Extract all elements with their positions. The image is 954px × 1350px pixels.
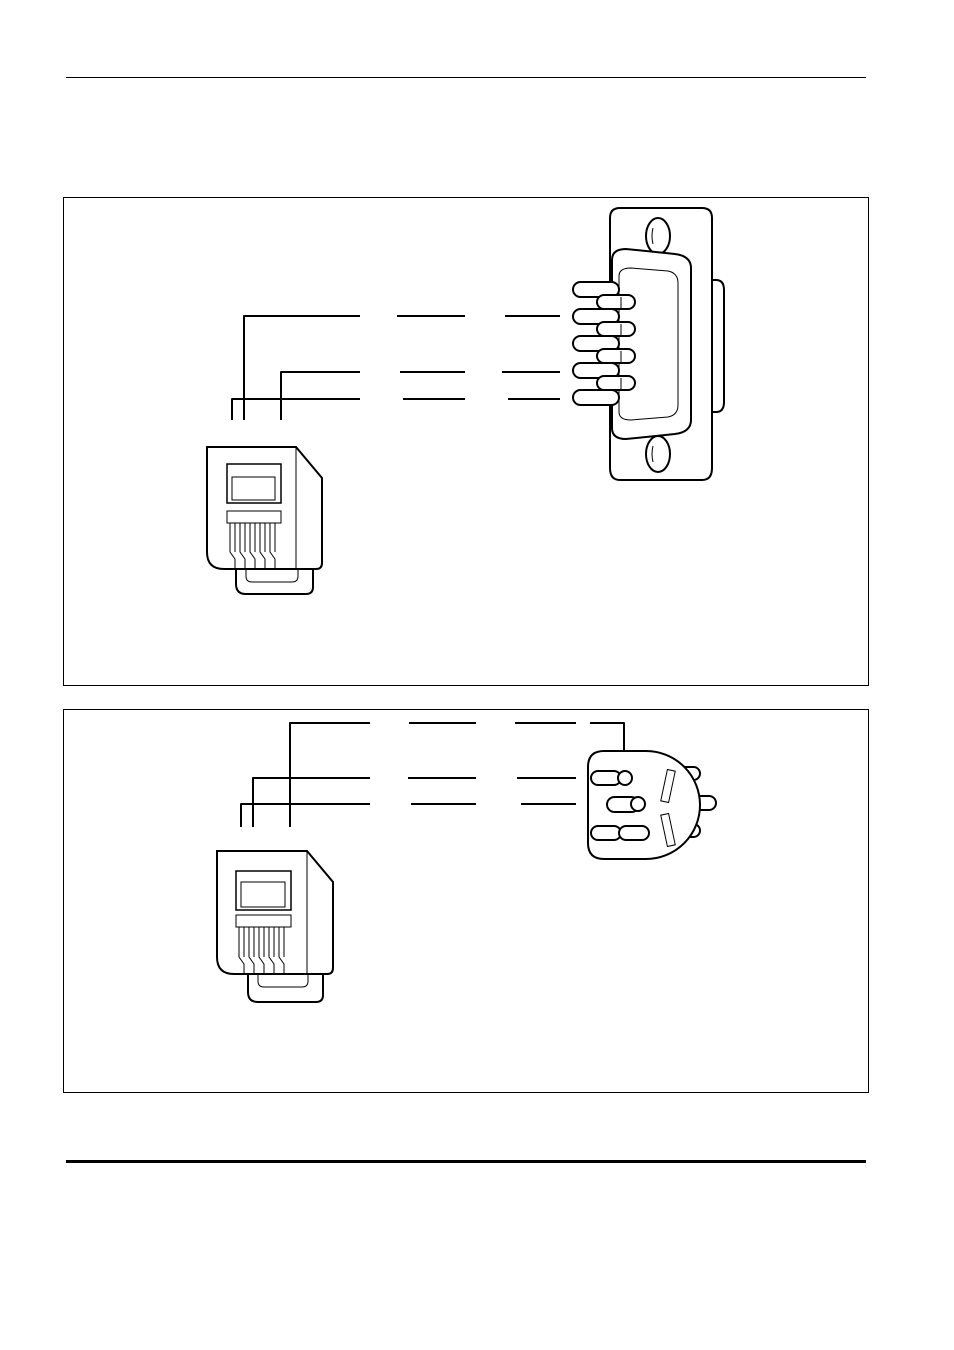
header-rule	[66, 77, 866, 78]
wire-1	[289, 722, 625, 827]
plug-contacts	[238, 927, 285, 974]
modular-plug-icon	[206, 446, 323, 595]
db9-wiring-diagram	[206, 207, 725, 595]
din-connector-icon	[587, 750, 717, 860]
wire-2	[252, 777, 576, 827]
figure-panel-db9	[63, 197, 869, 686]
wire-1	[243, 315, 560, 420]
din-wiring-diagram	[216, 722, 717, 1003]
din-pins	[590, 770, 650, 841]
db9-pins	[572, 281, 636, 406]
wire-3	[231, 398, 560, 420]
figure-panel-din	[63, 709, 869, 1093]
wire-3	[240, 803, 636, 827]
footer-rule	[66, 1160, 866, 1163]
plug-contacts	[229, 523, 276, 569]
wire-2	[280, 371, 560, 420]
modular-plug-icon	[216, 850, 334, 1003]
db9-connector-icon	[572, 207, 725, 481]
